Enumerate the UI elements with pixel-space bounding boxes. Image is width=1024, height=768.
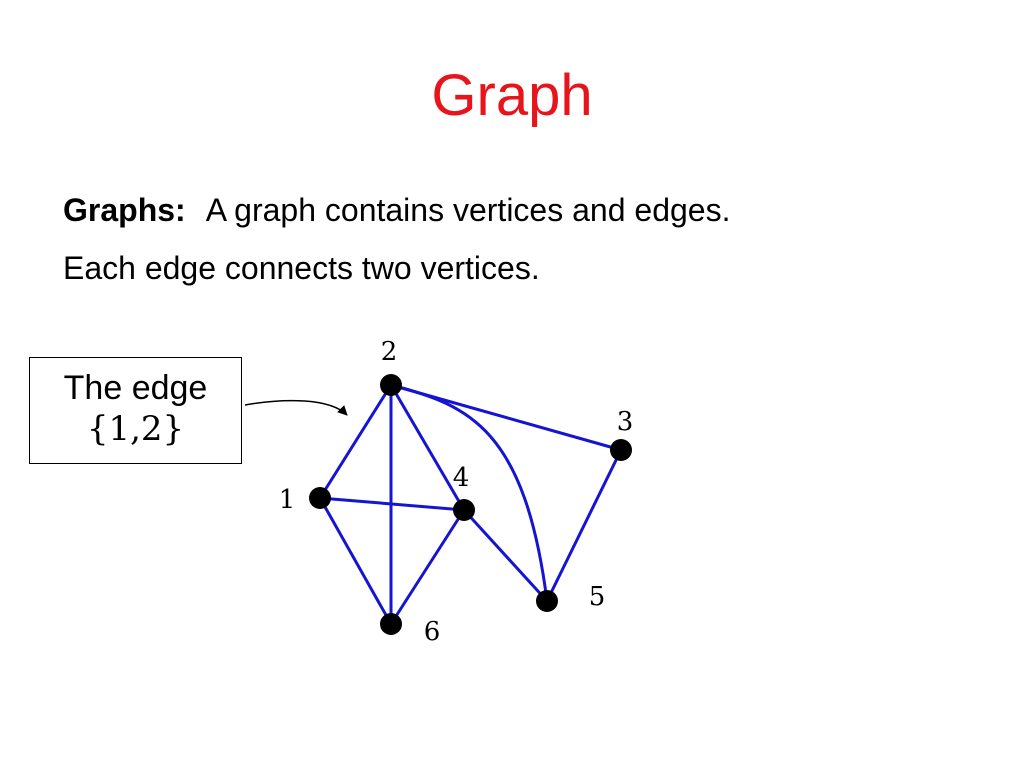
- vertex-label-6: 6: [424, 617, 441, 647]
- definition-term: Graphs:: [63, 192, 186, 228]
- edge-4-5: [462, 508, 549, 603]
- edge-callout-box: The edge {1,2}: [29, 357, 242, 464]
- definition-line: Graphs: A graph contains vertices and edg…: [63, 190, 730, 230]
- edges-layer: [318, 383, 623, 625]
- vertices-layer: [309, 374, 632, 635]
- vertex-label-2: 2: [381, 337, 398, 367]
- callout-arrow: [244, 399, 348, 416]
- definition-text: A graph contains vertices and edges.: [205, 192, 731, 228]
- edge-1-2: [318, 384, 393, 499]
- vertex-label-5: 5: [589, 582, 606, 612]
- vertex-2: [380, 374, 402, 396]
- vertex-labels-layer: 1 2 3 4 5 6: [279, 337, 634, 647]
- edge-description-line: Each edge connects two vertices.: [63, 250, 540, 286]
- edge-4-6: [389, 509, 466, 625]
- vertex-4: [453, 499, 475, 521]
- vertex-3: [610, 439, 632, 461]
- vertex-1: [309, 487, 331, 509]
- vertex-label-1: 1: [279, 485, 296, 515]
- vertex-5: [536, 590, 558, 612]
- edge-1-6: [318, 497, 393, 625]
- slide-title: Graph: [431, 63, 593, 128]
- edge-2-4: [389, 384, 466, 511]
- vertex-label-3: 3: [617, 407, 634, 437]
- callout-edge-set: {1,2}: [86, 409, 185, 449]
- edge-2-5: [390, 383, 549, 602]
- callout-label: The edge: [63, 369, 208, 407]
- vertex-6: [380, 613, 402, 635]
- vertex-label-4: 4: [453, 463, 470, 493]
- edge-3-5: [545, 449, 623, 602]
